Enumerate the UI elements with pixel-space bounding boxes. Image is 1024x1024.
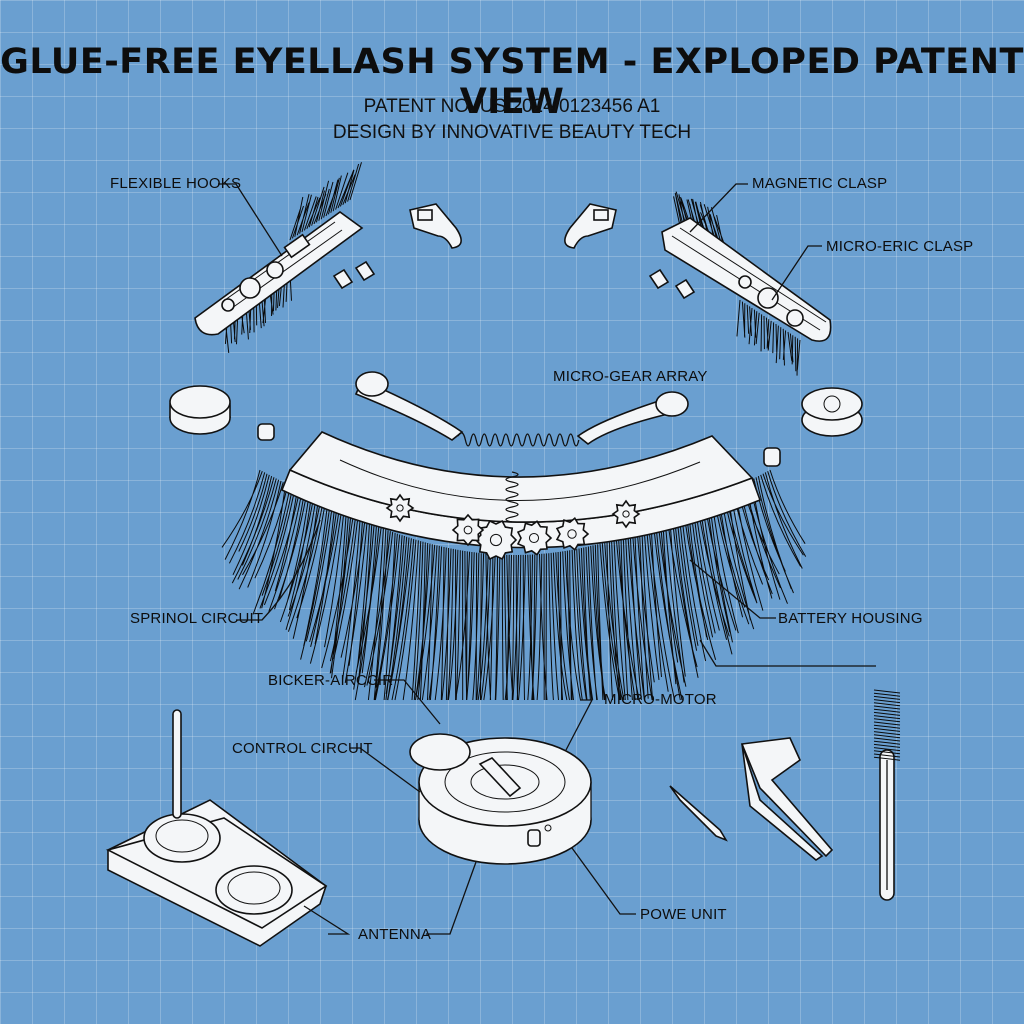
label-bicker-aircir: BICKER-AIRCCIR bbox=[268, 672, 394, 689]
patent-number: PATENT NO. US 2024/0123456 A1 bbox=[363, 96, 661, 117]
left-hook-strip bbox=[194, 162, 364, 353]
right-clasp bbox=[564, 203, 696, 300]
label-flexible-hooks: FLEXIBLE HOOKS bbox=[110, 175, 242, 192]
leader-lines bbox=[218, 183, 876, 935]
label-micro-eric-clasp: MICRO-ERIC CLASP bbox=[826, 238, 974, 255]
spring-arm-assembly bbox=[354, 371, 689, 447]
right-hook-strip bbox=[661, 191, 832, 376]
label-control-circuit: CONTROL CIRCUIT bbox=[232, 740, 373, 757]
micro-motor-unit bbox=[409, 733, 592, 865]
label-battery-housing: BATTERY HOUSING bbox=[778, 610, 923, 627]
left-magnet-disc bbox=[169, 385, 275, 441]
label-micro-motor: MICRO-MOTOR bbox=[604, 691, 717, 708]
tweezers bbox=[669, 737, 834, 861]
design-credit: DESIGN BY INNOVATIVE BEAUTY TECH bbox=[332, 122, 692, 143]
label-sprinol-circuit: SPRINOL CIRCUIT bbox=[130, 610, 264, 627]
diagram-title: GLUE-FREE EYELLASH SYSTEM - EXPLOPED PAT… bbox=[0, 42, 1024, 122]
main-lash-band bbox=[221, 431, 807, 701]
label-magnetic-clasp: MAGNETIC CLASP bbox=[752, 175, 888, 192]
spoolie-brush bbox=[873, 689, 901, 901]
label-antenna: ANTENNA bbox=[358, 926, 432, 943]
left-clasp bbox=[332, 203, 462, 290]
label-powe-unit: POWE UNIT bbox=[640, 906, 727, 923]
right-magnet-disc bbox=[763, 387, 863, 467]
control-remote bbox=[105, 709, 328, 947]
label-micro-gear-array: MICRO-GEAR ARRAY bbox=[553, 368, 708, 385]
